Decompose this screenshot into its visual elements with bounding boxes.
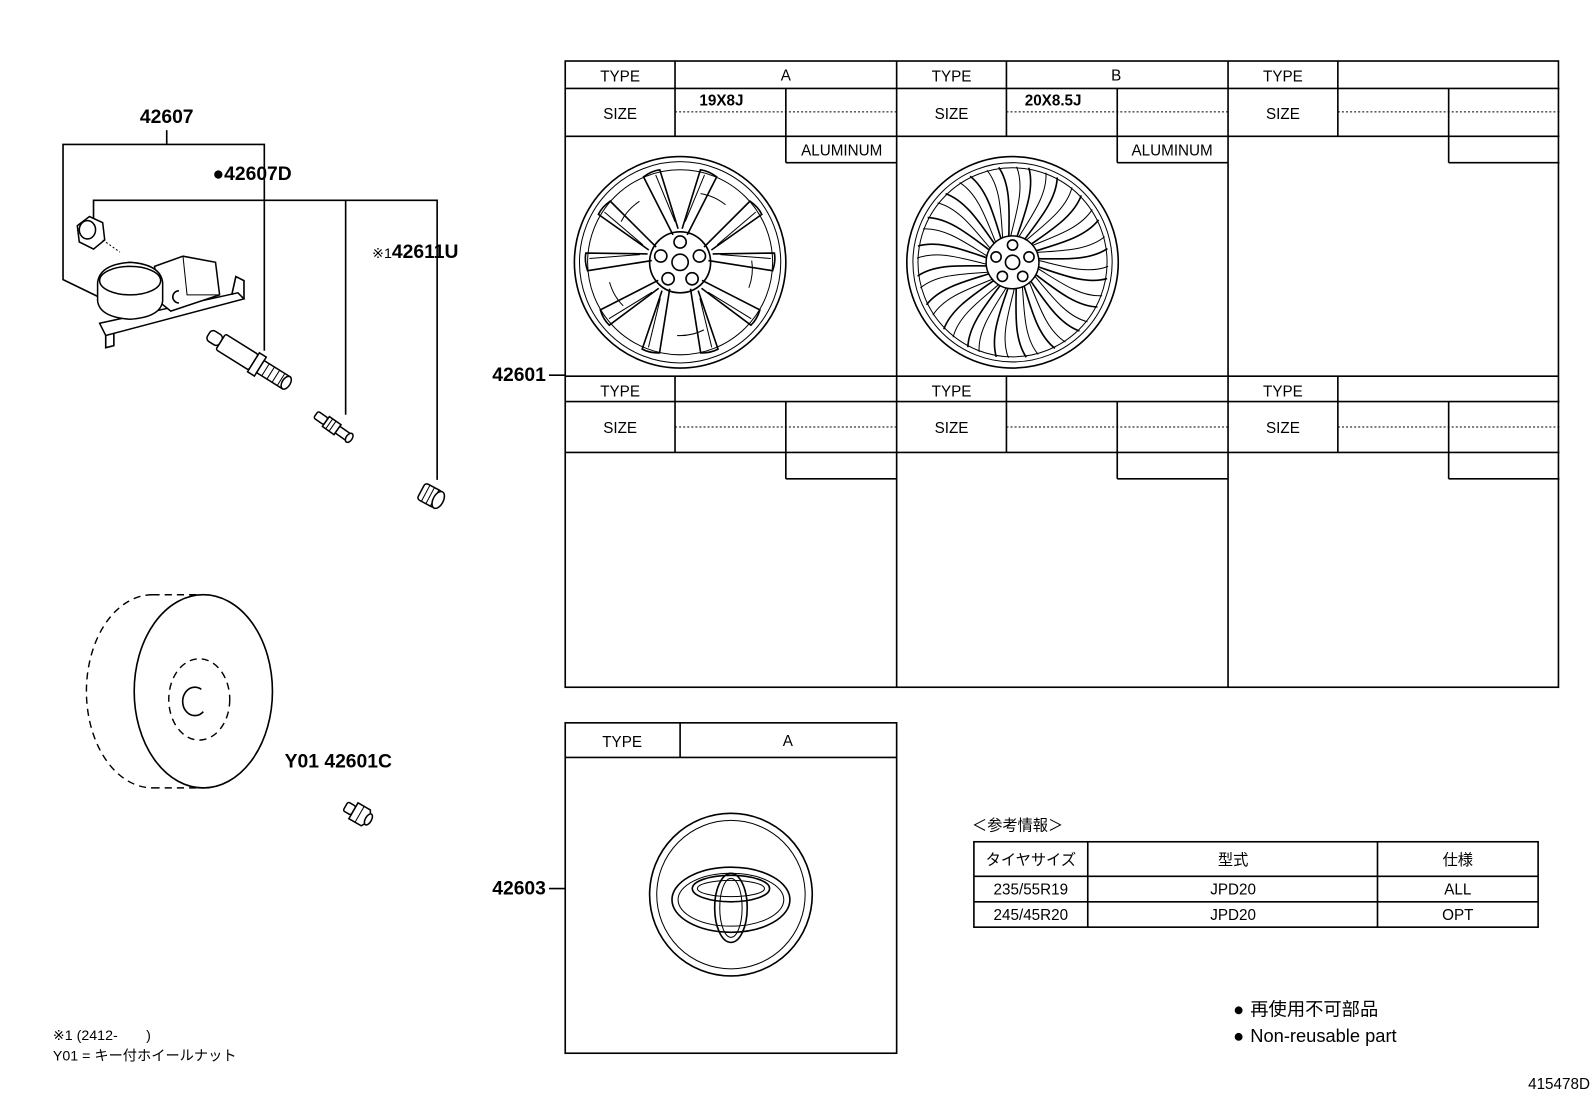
- size-label: SIZE: [1266, 106, 1300, 123]
- legend-en: ● Non-reusable part: [1233, 1025, 1396, 1046]
- type-label: TYPE: [600, 384, 640, 401]
- tire-outline: [85, 593, 274, 789]
- wheel-col-c-grid: [1227, 60, 1561, 480]
- size-value-a: 19X8J: [699, 93, 743, 110]
- lug-nut: [342, 801, 374, 827]
- callout-42611U[interactable]: ※142611U: [372, 242, 458, 263]
- size-value-b: 20X8.5J: [1025, 93, 1082, 110]
- footnote-1: ※1 (2412- ): [53, 1028, 151, 1044]
- size-label: SIZE: [1266, 420, 1300, 437]
- wheel-b-spoke: [1034, 230, 1110, 273]
- type-label: TYPE: [932, 68, 972, 85]
- wheel-b-spoke: [1017, 169, 1061, 246]
- type-label: TYPE: [600, 68, 640, 85]
- legend-bullet: ●: [1233, 999, 1244, 1020]
- reference-cell: ALL: [1444, 882, 1471, 899]
- wheel-a-drawing: [573, 155, 787, 373]
- type-value-a: A: [781, 67, 792, 84]
- type-label: TYPE: [1263, 384, 1303, 401]
- wheel-a-spoke: [620, 168, 718, 236]
- reference-table: タイヤサイズ 型式 仕様 235/55R19 JPD20 ALL 245/45R…: [986, 852, 1474, 924]
- valve-cap: [417, 483, 446, 510]
- diagram-code: 415478D: [1528, 1076, 1590, 1093]
- size-label: SIZE: [935, 420, 969, 437]
- wheel-col-a-grid: [564, 60, 898, 480]
- legend-text-ja: 再使用不可部品: [1250, 999, 1378, 1020]
- wheel-b-spoke: [915, 251, 991, 295]
- reference-cell: 245/45R20: [994, 907, 1069, 924]
- reference-cell: OPT: [1442, 907, 1473, 924]
- reference-header: タイヤサイズ: [986, 852, 1076, 869]
- legend-text-en: Non-reusable part: [1250, 1025, 1396, 1046]
- wheel-a-spoke: [665, 249, 783, 360]
- material-a: ALUMINUM: [801, 143, 882, 160]
- wheel-b-spoke: [1030, 203, 1102, 264]
- callout-42607[interactable]: 42607: [140, 107, 194, 128]
- valve-core: [313, 411, 354, 444]
- wheel-b-spoke: [1036, 259, 1109, 282]
- wheel-b-spoke: [923, 261, 995, 321]
- ornament-table-grid: [564, 722, 898, 1055]
- reference-table-grid: [973, 840, 1539, 928]
- reference-cell: 235/55R19: [994, 882, 1069, 899]
- wheel-b-spoke: [980, 165, 1024, 241]
- type-value-b: B: [1111, 67, 1121, 84]
- part-number: 42607D: [224, 164, 292, 185]
- wheel-b-drawing: [905, 155, 1120, 369]
- wheel-b-spoke: [1029, 267, 1105, 310]
- footnote-mark: ※1: [372, 246, 392, 262]
- sensor-screw: [76, 215, 121, 253]
- wheel-b-spoke: [916, 243, 989, 266]
- callout-42607D[interactable]: ●42607D: [212, 164, 291, 185]
- wheel-b-spoke: [1002, 284, 1045, 360]
- wheel-b-spoke: [953, 173, 1014, 245]
- ornament-type-value: A: [783, 733, 794, 750]
- reference-cell: JPD20: [1210, 907, 1256, 924]
- callout-42601C[interactable]: Y01 42601C: [285, 752, 392, 773]
- valve-stem: [206, 329, 293, 390]
- material-b: ALUMINUM: [1132, 143, 1213, 160]
- footnote-y01: Y01 = キー付ホイールナット: [53, 1047, 237, 1064]
- legend-ja: ● 再使用不可部品: [1233, 999, 1378, 1020]
- tpms-sensor-drawing: [76, 215, 446, 510]
- sensor-body: [96, 255, 246, 349]
- wheel-b-spoke: [1009, 165, 1032, 239]
- size-label: SIZE: [603, 420, 637, 437]
- size-label: SIZE: [935, 106, 969, 123]
- type-label: TYPE: [932, 384, 972, 401]
- callout-42603[interactable]: 42603: [492, 879, 546, 900]
- reference-header: 型式: [1218, 852, 1248, 869]
- part-number: 42611U: [392, 242, 459, 263]
- wheel-a-spoke: [687, 176, 781, 290]
- reference-header: 仕様: [1443, 852, 1473, 869]
- wheel-col-b-grid: [895, 60, 1229, 480]
- ornament-type-label: TYPE: [602, 734, 642, 751]
- wheel-b-spoke: [993, 285, 1016, 359]
- legend-bullet: ●: [1233, 1025, 1244, 1046]
- size-label: SIZE: [603, 106, 637, 123]
- sensor-leader-lines: [62, 130, 438, 480]
- toyota-emblem-icon: [648, 812, 814, 977]
- non-reusable-mark: ●: [212, 164, 224, 185]
- reference-cell: JPD20: [1210, 882, 1256, 899]
- wheel-table-text: TYPE A SIZE 19X8J ALUMINUM TYPE SIZE TYP…: [600, 67, 1303, 437]
- reference-title: ＜参考情報＞: [972, 818, 1063, 835]
- wheel-b-spoke: [1011, 280, 1072, 352]
- type-label: TYPE: [1263, 68, 1303, 85]
- callout-42601[interactable]: 42601: [492, 365, 546, 386]
- wheel-table-grid: [564, 60, 1561, 689]
- wheel-b-spoke: [920, 214, 996, 258]
- wheel-b-spoke: [964, 279, 1008, 355]
